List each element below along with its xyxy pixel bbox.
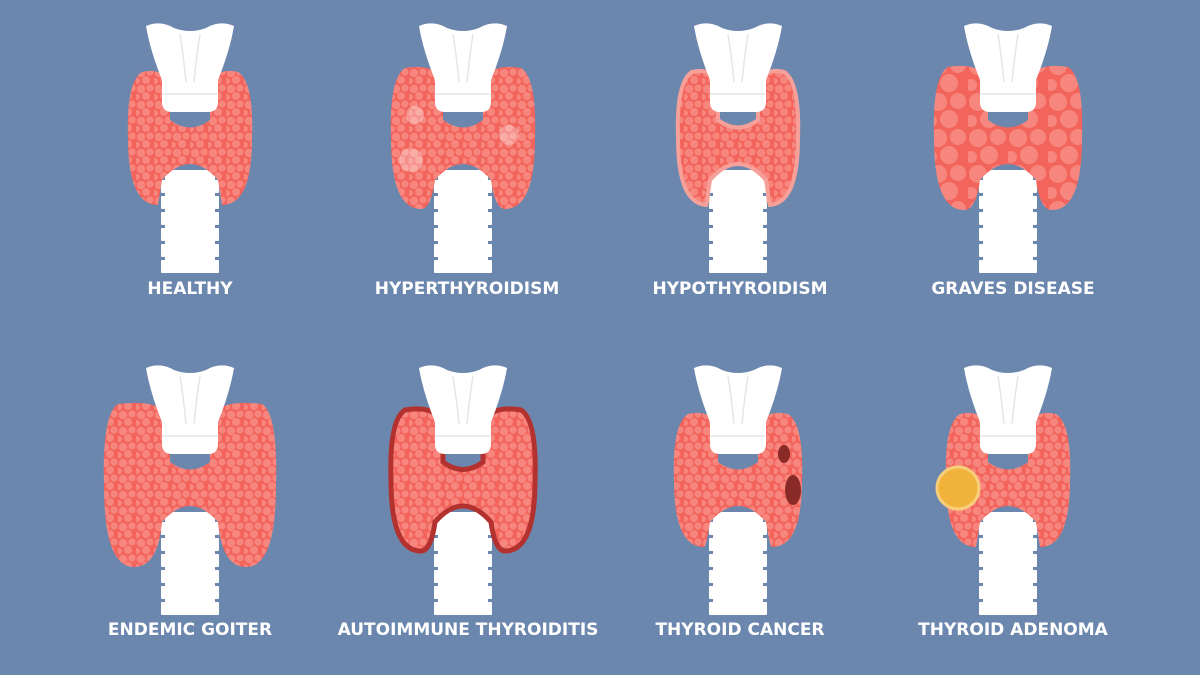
label-hyperthyroidism: HYPERTHYROIDISM: [375, 279, 560, 299]
larynx-icon: [964, 23, 1052, 112]
hypothyroid-thyroid-icon: [675, 23, 801, 273]
trachea-icon: [709, 170, 767, 273]
cartilage-line: [997, 375, 1019, 425]
cartilage-line: [727, 33, 749, 83]
trachea-core: [983, 170, 1033, 270]
label-endemic-goiter: ENDEMIC GOITER: [108, 620, 272, 640]
cartilage-line: [179, 375, 201, 425]
larynx-icon: [964, 365, 1052, 454]
trachea-core: [983, 512, 1033, 612]
trachea-core: [713, 170, 763, 270]
adenoma-thyroid-icon: [935, 365, 1071, 615]
thyroid-gland: [390, 66, 536, 209]
cartilage-line: [452, 33, 474, 83]
trachea-core: [438, 512, 488, 612]
larynx-icon: [419, 365, 507, 454]
label-graves-disease: GRAVES DISEASE: [931, 279, 1094, 299]
thyroid-cartilage: [694, 23, 782, 112]
thyroid-cartilage: [146, 365, 234, 454]
cancer-thyroid-icon: [673, 365, 803, 615]
trachea-icon: [161, 512, 219, 615]
larynx-icon: [146, 365, 234, 454]
thyroid-gland: [945, 412, 1071, 547]
larynx-icon: [146, 23, 234, 112]
adenoma-nodule: [935, 465, 981, 511]
thyroid-cartilage: [964, 365, 1052, 454]
label-thyroid-adenoma: THYROID ADENOMA: [918, 620, 1109, 640]
trachea-core: [165, 170, 215, 270]
larynx-icon: [694, 23, 782, 112]
trachea-icon: [979, 170, 1037, 273]
healthy-thyroid-icon: [127, 23, 253, 273]
cartilage-line: [997, 33, 1019, 83]
thyroid-gland: [127, 70, 253, 205]
hyperthyroid-thyroid-icon: [390, 23, 536, 273]
thyroid-cartilage: [964, 23, 1052, 112]
label-hypothyroidism: HYPOTHYROIDISM: [652, 279, 827, 299]
thyroid-gland: [103, 402, 277, 567]
cartilage-line: [727, 375, 749, 425]
trachea-core: [165, 512, 215, 612]
thyroid-gland: [675, 69, 801, 207]
graves-thyroid-icon: [933, 23, 1083, 273]
cartilage-line: [179, 33, 201, 83]
thyroid-cartilage: [694, 365, 782, 454]
thyroid-gland: [933, 65, 1083, 210]
trachea-core: [713, 512, 763, 612]
trachea-icon: [161, 170, 219, 273]
highlight-spot: [406, 106, 424, 124]
highlight-spot: [499, 125, 519, 145]
trachea-icon: [434, 170, 492, 273]
label-thyroid-cancer: THYROID CANCER: [655, 620, 824, 640]
thyroid-cartilage: [419, 365, 507, 454]
thyroid-cartilage: [146, 23, 234, 112]
tumor-spot: [778, 445, 790, 463]
label-autoimmune-thyroiditis: AUTOIMMUNE THYROIDITIS: [338, 620, 599, 640]
tumor-spot: [785, 475, 801, 505]
label-healthy: HEALTHY: [147, 279, 233, 299]
larynx-icon: [419, 23, 507, 112]
goiter-thyroid-icon: [103, 365, 277, 615]
trachea-icon: [434, 512, 492, 615]
thyroid-cartilage: [419, 23, 507, 112]
trachea-icon: [979, 512, 1037, 615]
larynx-icon: [694, 365, 782, 454]
highlight-spot: [399, 148, 423, 172]
thyroid-gland: [673, 412, 803, 547]
trachea-core: [438, 170, 488, 270]
cartilage-line: [452, 375, 474, 425]
thyroiditis-thyroid-icon: [388, 365, 538, 615]
trachea-icon: [709, 512, 767, 615]
thyroid-gland: [388, 406, 538, 554]
